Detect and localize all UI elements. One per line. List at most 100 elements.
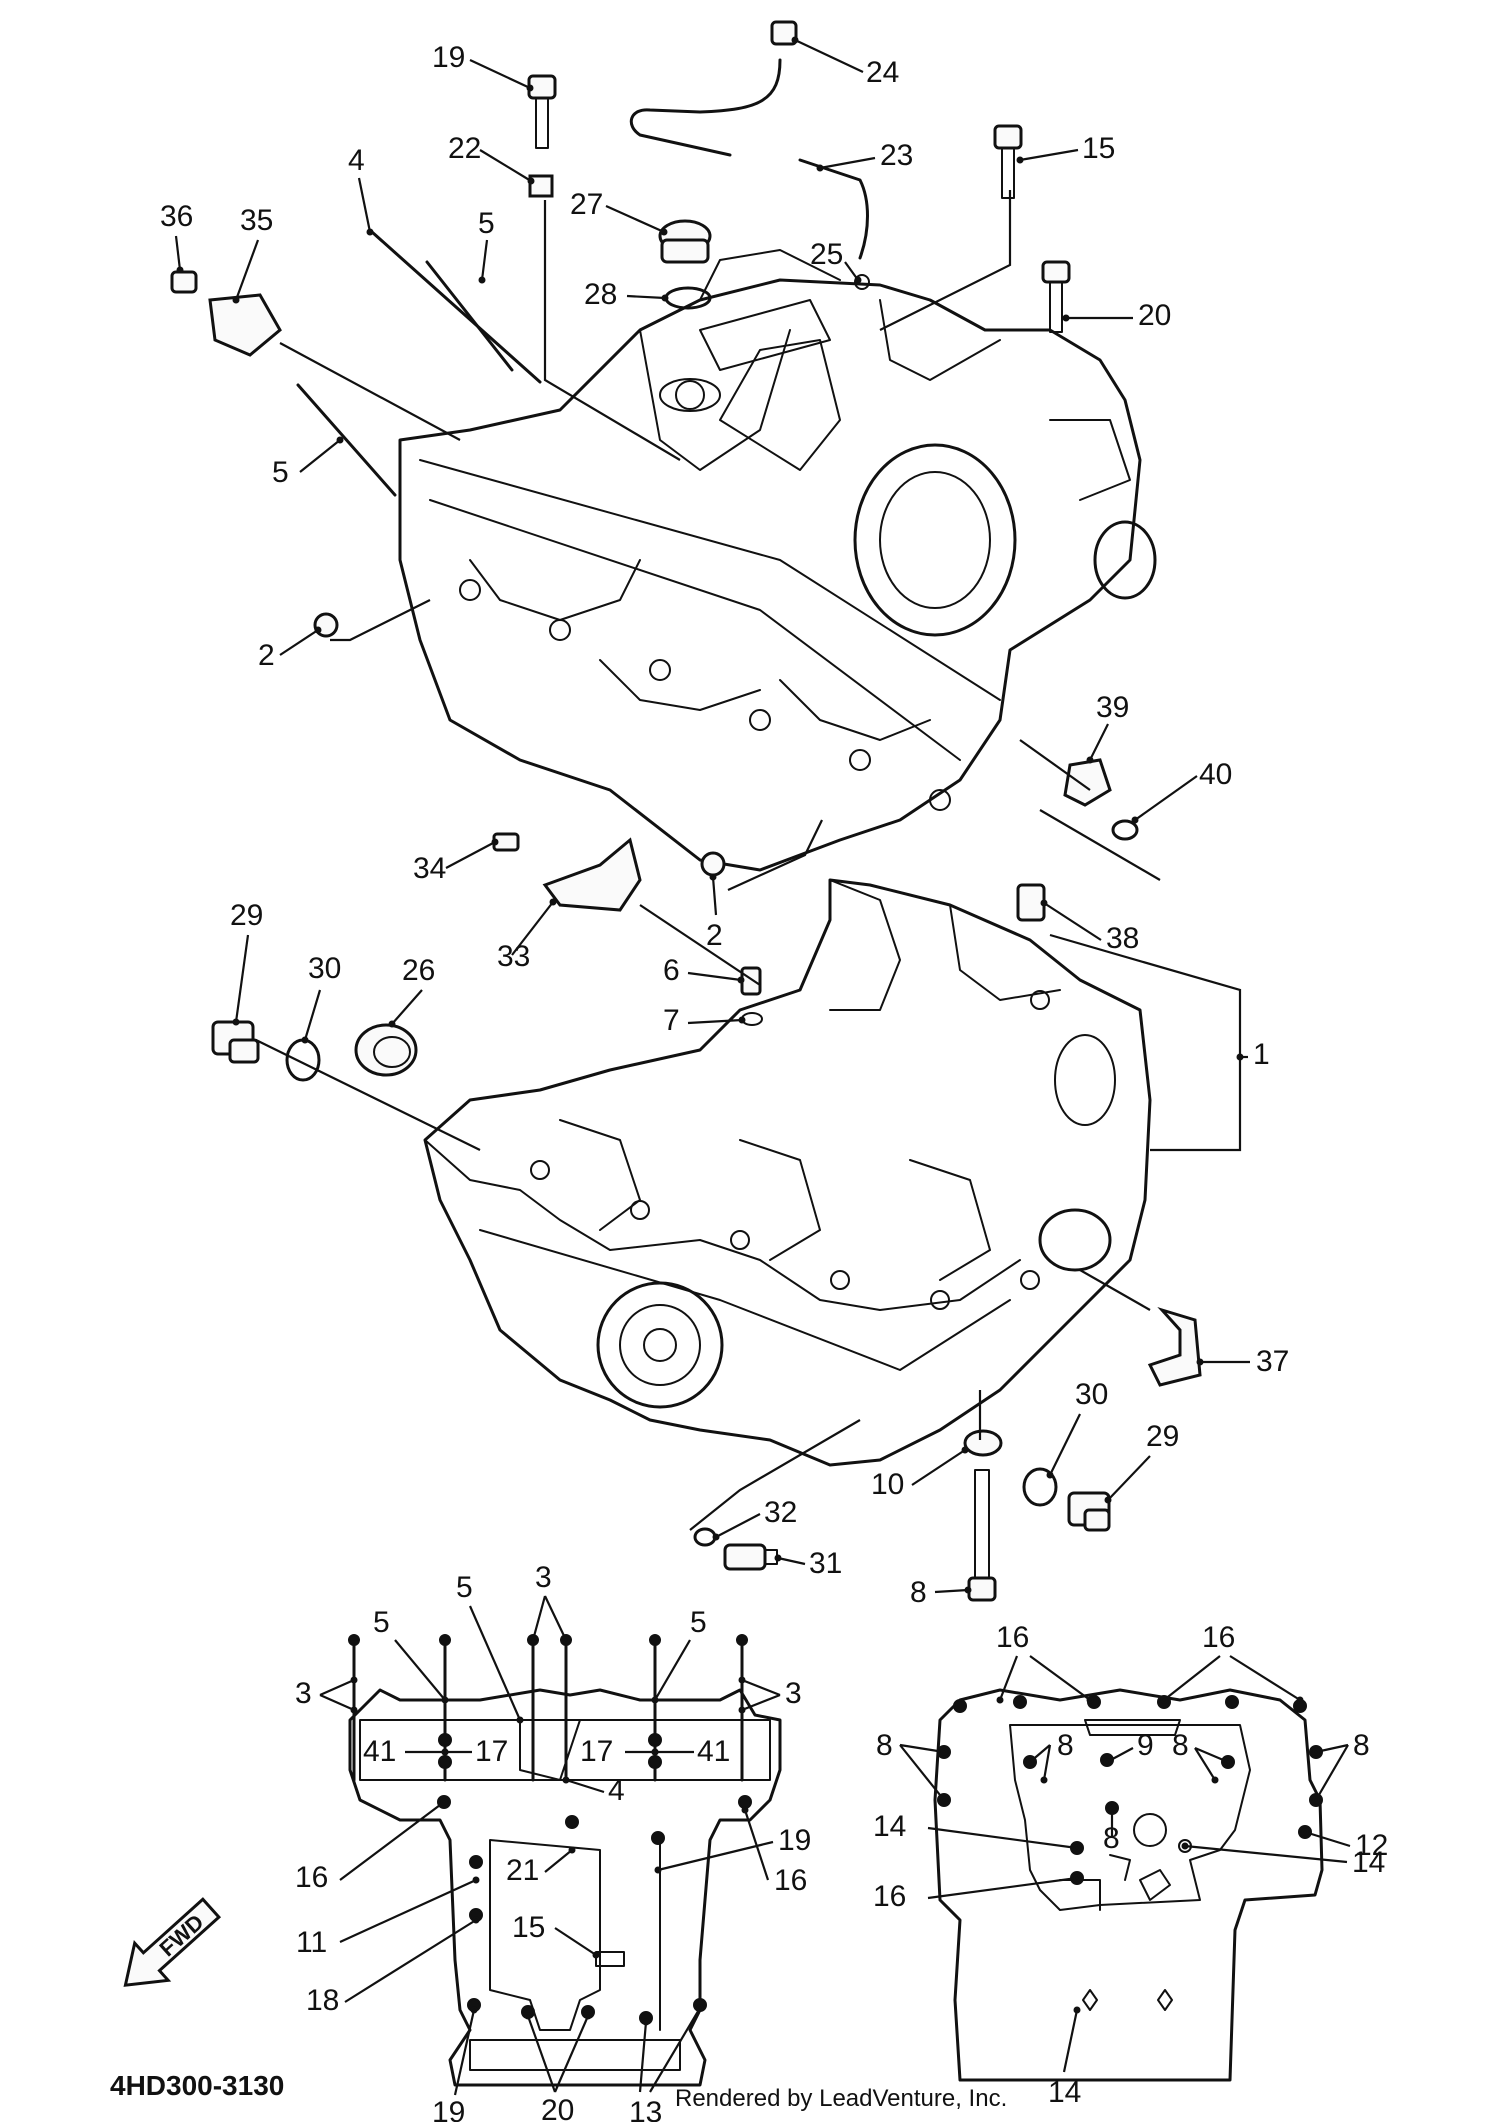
- callout-leaders: [174, 36, 1351, 2096]
- top-leader-t21: [544, 1849, 573, 1873]
- upper-leader-tip-c24: [791, 36, 799, 44]
- upper-leader-tip-c30b: [1046, 1471, 1054, 1479]
- upper-leader-c29a: [234, 934, 250, 1023]
- upper-callout-c28: 28: [584, 278, 617, 311]
- upper-callout-c32: 32: [764, 1496, 797, 1529]
- bottom-leader-tip-b9: [1103, 1758, 1111, 1766]
- bolt-8: [967, 1469, 997, 1602]
- upper-callout-c40: 40: [1199, 758, 1232, 791]
- bottom-leader-tip-b8d: [1312, 1748, 1320, 1756]
- upper-leader-tip-c33: [549, 898, 557, 906]
- bottom-callout-b8c: 8: [1172, 1729, 1189, 1762]
- top-leader-t4: [565, 1778, 605, 1794]
- upper-callout-c35: 35: [240, 204, 273, 237]
- top-view-bolt-holes: [437, 1733, 752, 2025]
- upper-leader-c8: [934, 1588, 969, 1594]
- bottom-leader-tip-b8c: [1224, 1758, 1232, 1766]
- oil-seal-26: [354, 1023, 418, 1077]
- top-leader-t3c: [741, 1678, 781, 1697]
- bottom-leader-b8a: [899, 1743, 945, 1754]
- upper-leader-tip-c4: [366, 228, 374, 236]
- top-callout-t3c: 3: [785, 1677, 802, 1710]
- upper-leader-tip-c5a: [478, 276, 486, 284]
- upper-leader-c35: [234, 239, 260, 301]
- top-leader-tip-t5a: [441, 1696, 449, 1704]
- upper-leader-tip-c26: [388, 1020, 396, 1028]
- top-leader-tip-t41b: [651, 1748, 659, 1756]
- upper-callout-c7: 7: [663, 1004, 680, 1037]
- bracket-37: [1147, 1307, 1202, 1387]
- top-callout-t16a: 16: [295, 1861, 328, 1894]
- top-leader-t3b: [319, 1693, 355, 1712]
- upper-leader-c15: [1019, 148, 1079, 162]
- upper-leader-tip-c35: [232, 296, 240, 304]
- top-leader-tip-t3a: [529, 1636, 537, 1644]
- bottom-leader-tip-b16a: [996, 1696, 1004, 1704]
- top-leader-tip-t5c: [651, 1696, 659, 1704]
- upper-leader-tip-c32: [712, 1533, 720, 1541]
- upper-callout-c6: 6: [663, 954, 680, 987]
- upper-leader-tip-c25: [854, 276, 862, 284]
- clamp-24: [770, 20, 798, 46]
- top-leader-t13: [649, 2007, 701, 2093]
- bottom-callout-b8a: 8: [876, 1729, 893, 1762]
- bottom-leader-b8b: [1029, 1744, 1051, 1763]
- upper-leader-tip-c38: [1040, 899, 1048, 907]
- gasket-30b: [1022, 1467, 1058, 1507]
- top-callout-t17b: 17: [580, 1735, 613, 1768]
- bottom-leader-b16a: [998, 1655, 1019, 1701]
- stud-5a: [425, 260, 514, 372]
- bottom-leader-tip-b16b: [1160, 1696, 1168, 1704]
- bottom-leader-tip-b8d: [1312, 1796, 1320, 1804]
- upper-callout-c26: 26: [402, 954, 435, 987]
- upper-leader-tip-c28: [661, 294, 669, 302]
- upper-leader-c24: [794, 39, 864, 73]
- top-leader-t3b: [319, 1678, 355, 1697]
- forward-arrow: FWD: [123, 1897, 222, 1987]
- upper-leader-c10: [911, 1449, 966, 1486]
- upper-leader-c5a: [480, 239, 489, 281]
- top-leader-tip-t18: [472, 1916, 480, 1924]
- upper-leader-tip-c30a: [301, 1036, 309, 1044]
- top-leader-t20: [526, 2015, 557, 2093]
- gasket-30a: [285, 1038, 321, 1082]
- bottom-view-bolt-holes: [937, 1695, 1323, 1885]
- top-leader-tip-t5b: [516, 1716, 524, 1724]
- top-leader-t13: [638, 2021, 648, 2093]
- render-credit: Rendered by LeadVenture, Inc.: [675, 2085, 1007, 2112]
- top-leader-tip-t13: [642, 2018, 650, 2026]
- upper-leader-c38: [1043, 902, 1102, 941]
- upper-callout-c39: 39: [1096, 691, 1129, 724]
- upper-leader-tip-c5b: [336, 436, 344, 444]
- bottom-leader-b8c: [1194, 1747, 1216, 1781]
- upper-leader-c33: [511, 901, 554, 956]
- upper-callout-c22: 22: [448, 132, 481, 165]
- bottom-callout-b8b: 8: [1057, 1729, 1074, 1762]
- bottom-callout-b16a: 16: [996, 1621, 1029, 1654]
- upper-leader-tip-c1: [1236, 1053, 1244, 1061]
- top-leader-tip-t19b: [470, 2006, 478, 2014]
- bottom-callout-b14c: 14: [1048, 2076, 1081, 2109]
- plate-33: [542, 837, 642, 912]
- lower-crankcase: [423, 878, 1152, 1467]
- upper-callout-c23: 23: [880, 139, 913, 172]
- upper-leader-c7: [687, 1018, 743, 1025]
- upper-leader-c32: [715, 1513, 761, 1538]
- top-leader-tip-t19a: [654, 1866, 662, 1874]
- bottom-leader-b12: [1304, 1830, 1351, 1848]
- bottom-callout-b8d: 8: [1353, 1729, 1370, 1762]
- upper-callout-c38: 38: [1106, 922, 1139, 955]
- top-callout-t3b: 3: [295, 1677, 312, 1710]
- top-leader-tip-t3a: [562, 1636, 570, 1644]
- upper-leader-c25: [844, 261, 859, 281]
- upper-leader-tip-c10: [961, 1446, 969, 1454]
- crankcase-bottom-view: [933, 1688, 1324, 2082]
- upper-callout-c5a: 5: [478, 207, 495, 240]
- upper-leader-c31: [777, 1556, 806, 1566]
- washer-10: [963, 1429, 1003, 1457]
- upper-leader-c4: [357, 177, 372, 233]
- crankcase-top-view: [348, 1634, 782, 2087]
- upper-callout-c37: 37: [1256, 1345, 1289, 1378]
- upper-callout-c25: 25: [810, 238, 843, 271]
